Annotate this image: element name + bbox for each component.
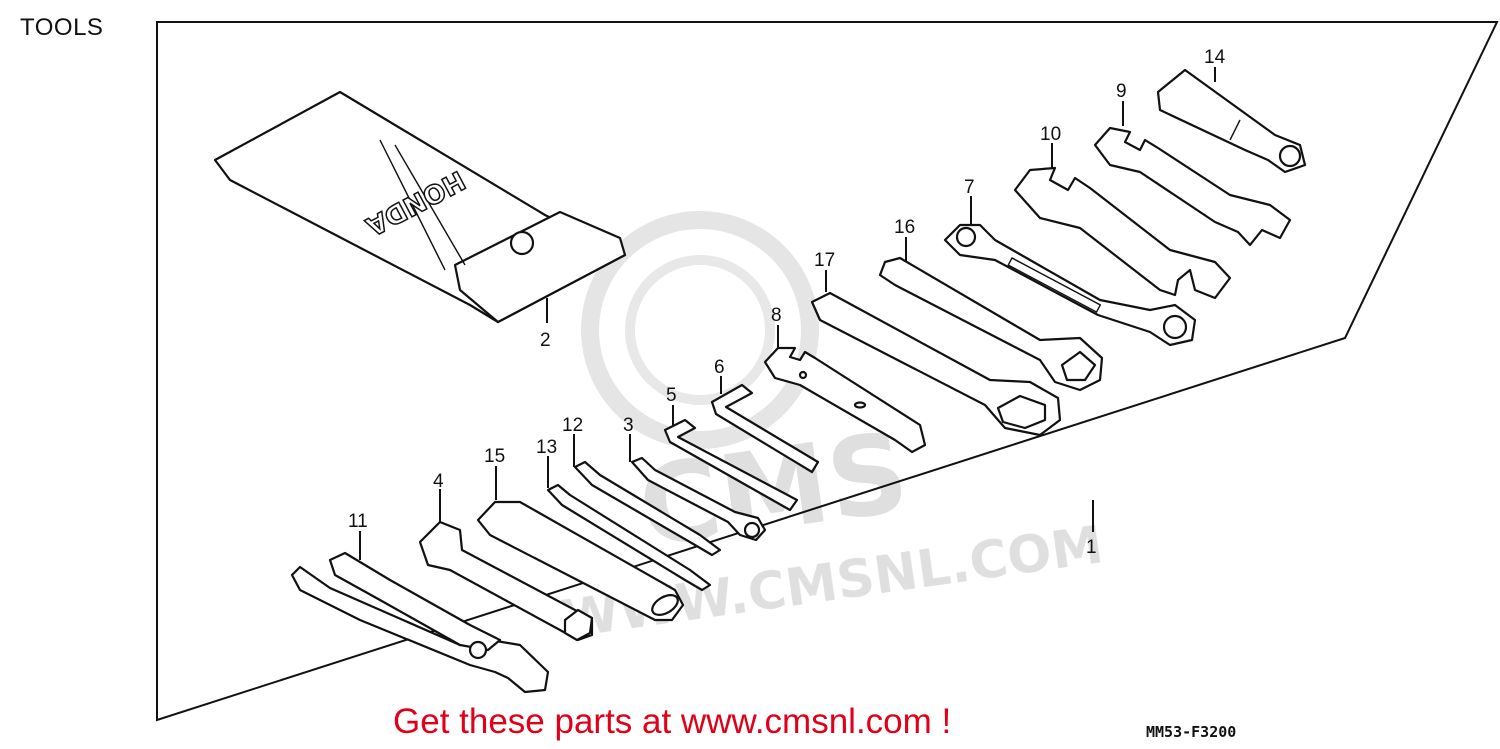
callout-12: 12: [562, 415, 583, 436]
callout-15: 15: [484, 446, 505, 467]
screwdriver-3: [630, 456, 767, 542]
callout-5: 5: [666, 385, 677, 406]
callout-1: 1: [1086, 537, 1097, 558]
leader-lines: [359, 67, 1216, 560]
cmsnl-link[interactable]: Get these parts at www.cmsnl.com !: [393, 702, 952, 741]
socket-handle: [1156, 68, 1307, 174]
callout-16: 16: [894, 217, 915, 238]
wrench-9: [1093, 126, 1292, 247]
hex-key-5: [663, 418, 799, 512]
callout-11: 11: [348, 511, 368, 532]
callout-8: 8: [771, 305, 782, 326]
callout-10: 10: [1040, 124, 1061, 145]
screwdriver-12: [573, 460, 722, 557]
socket-wrench: [418, 520, 594, 642]
callout-2: 2: [540, 330, 551, 351]
callout-4: 4: [433, 471, 444, 492]
tool-pouch: HONDA: [213, 90, 627, 324]
spanner-16: [878, 256, 1104, 392]
callout-9: 9: [1116, 81, 1127, 102]
callouts: 1 2 3 4 5 6 7 8 9 10 11 12 13 14 15 16 1…: [348, 47, 1226, 558]
callout-17: 17: [814, 250, 835, 271]
callout-13: 13: [536, 437, 557, 458]
callout-7: 7: [964, 177, 975, 198]
screwdriver-handle: [476, 500, 685, 622]
screwdriver-13: [546, 483, 712, 592]
pin-spanner: [763, 346, 927, 454]
wrench-10: [1013, 166, 1232, 300]
pliers: [290, 551, 550, 694]
callout-14: 14: [1204, 47, 1226, 68]
hex-key-6: [710, 383, 820, 474]
callout-6: 6: [714, 357, 725, 378]
toolset-frame: [156, 21, 1499, 722]
spanner-17: [810, 291, 1062, 437]
diagram-code: MM53-F3200: [1146, 723, 1237, 741]
page-title: TOOLS: [20, 14, 104, 41]
callout-3: 3: [623, 415, 634, 436]
wrench-7: [943, 223, 1197, 347]
